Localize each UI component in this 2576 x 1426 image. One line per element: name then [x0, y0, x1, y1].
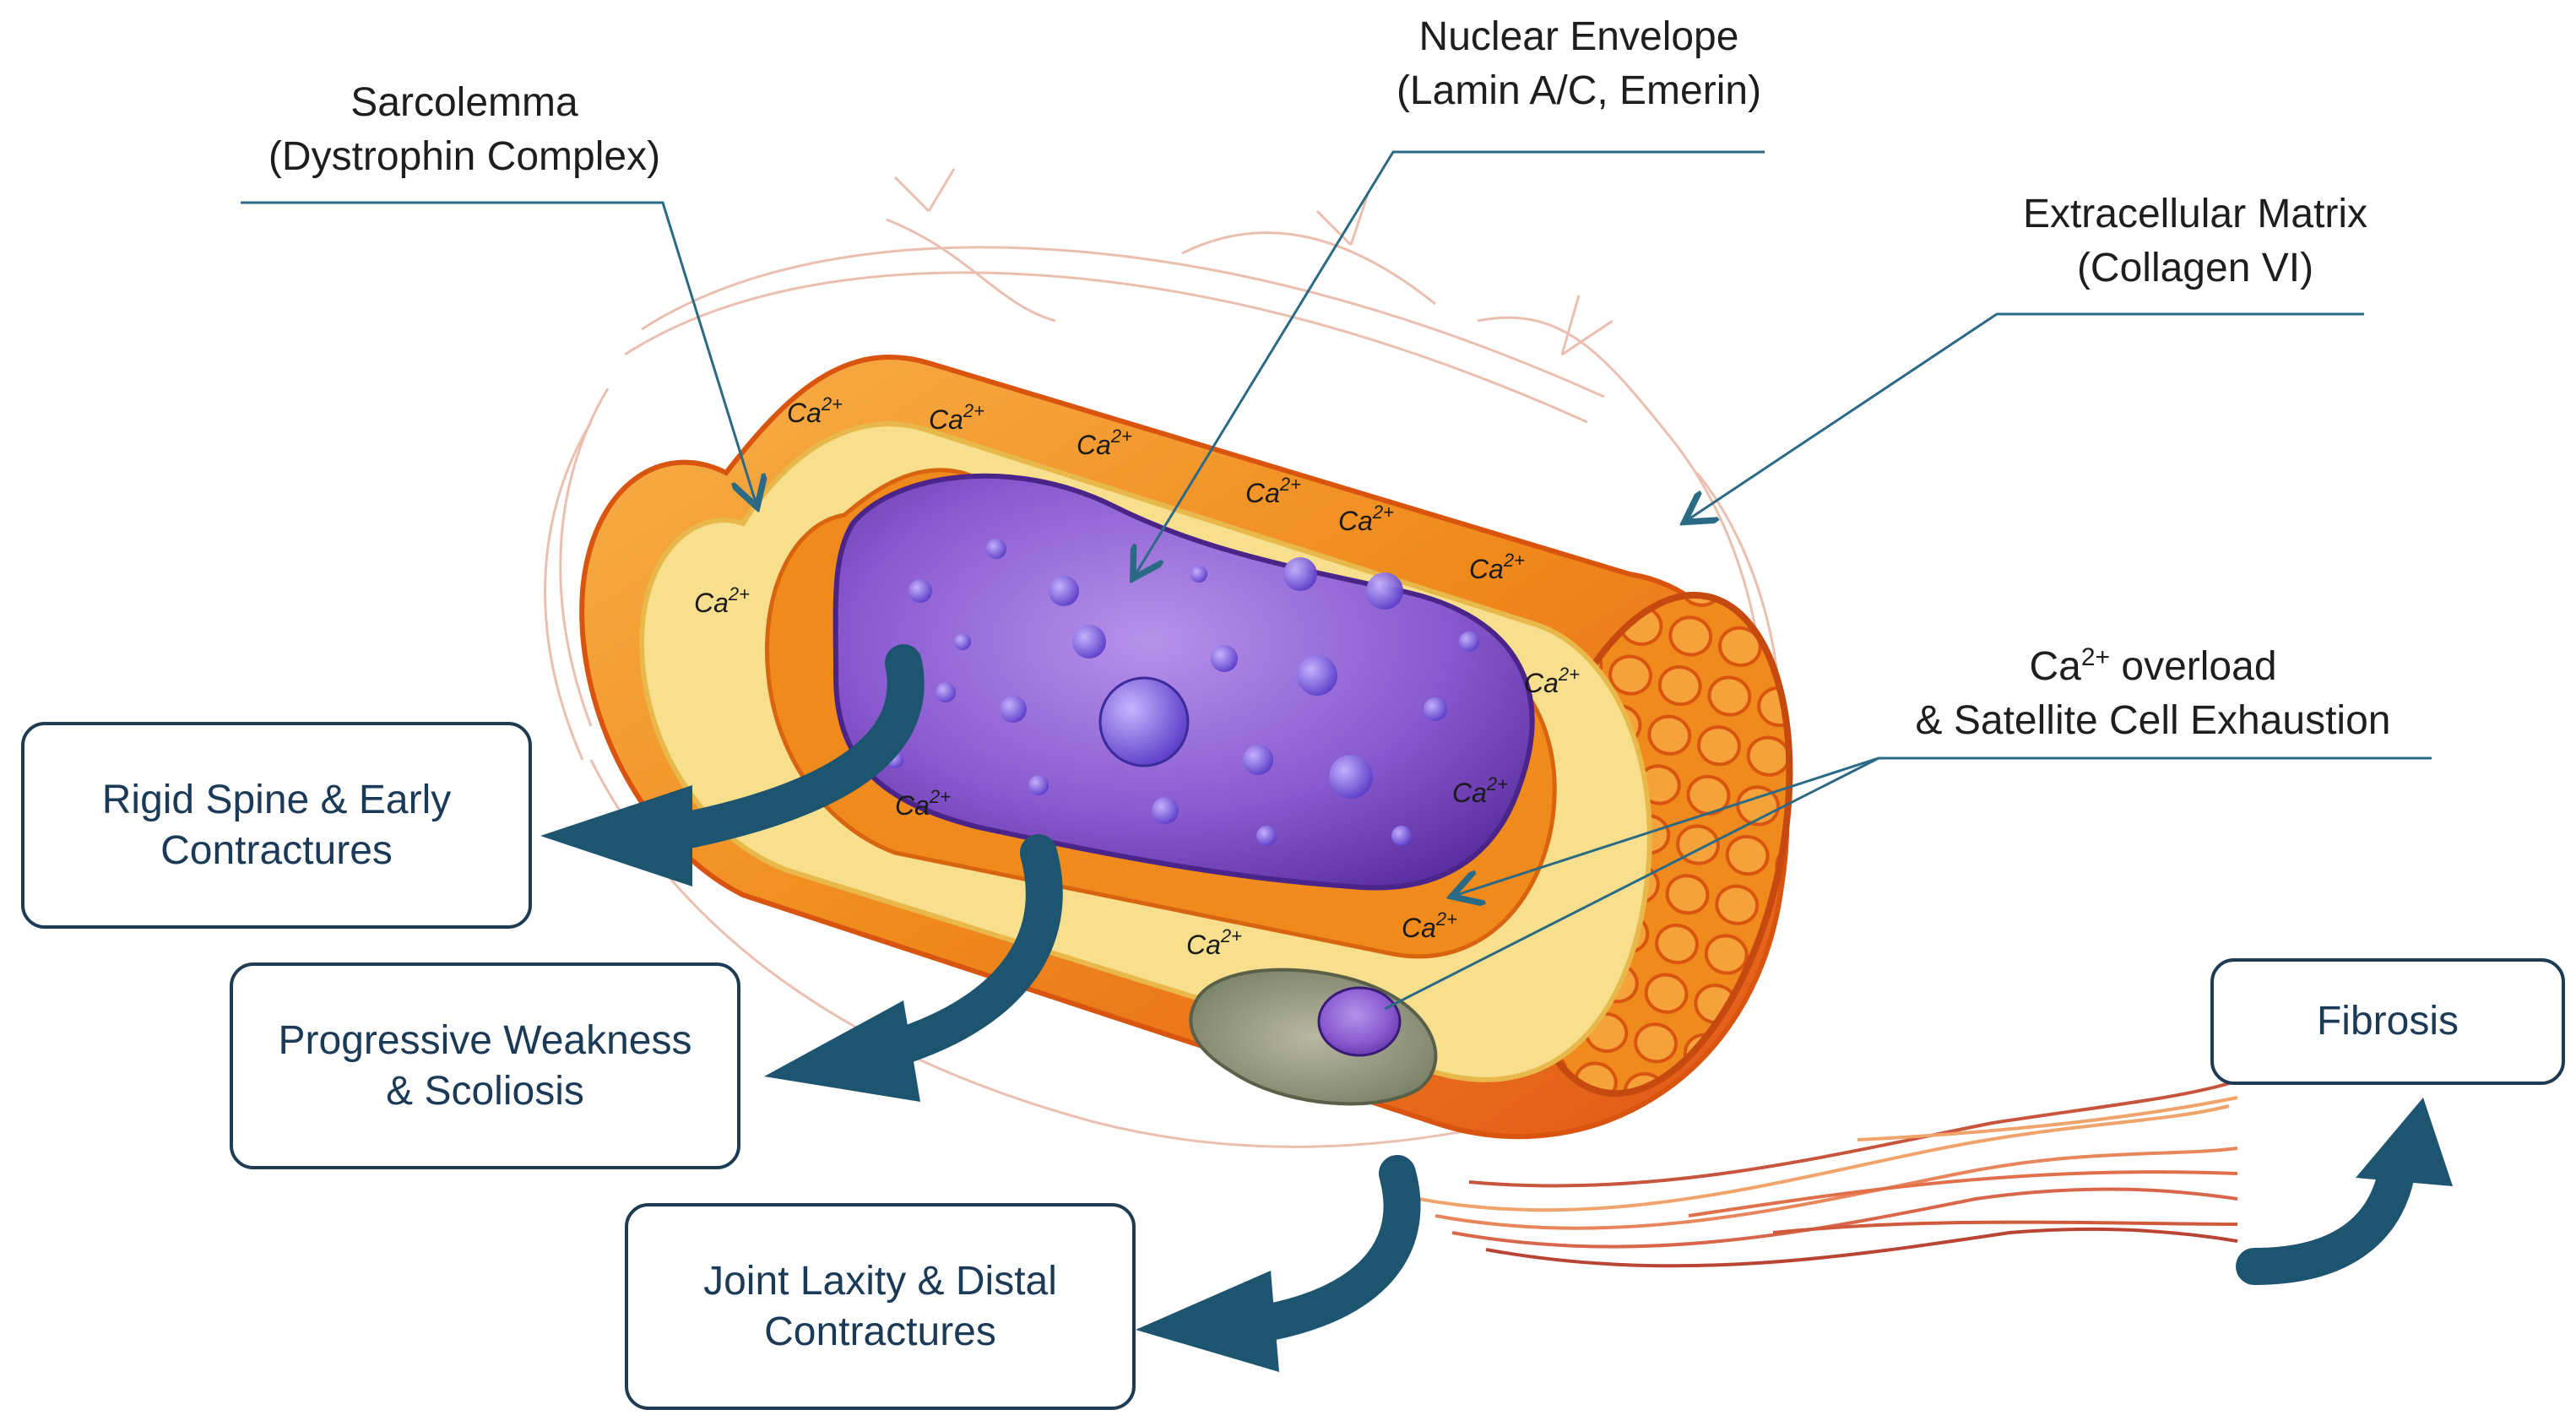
arrow-weakness [764, 834, 1063, 1102]
arrow-laxity [1136, 1155, 1421, 1372]
outcome-laxity-line2: Contractures [764, 1309, 996, 1354]
extracellular-matrix-fibers [544, 168, 1783, 1148]
outcome-fibrosis-line1: Fibrosis [2316, 999, 2459, 1044]
sarcolemma-label: Sarcolemma (Dystrophin Complex) [253, 76, 675, 184]
ca-ion-label: Ca2+ [895, 786, 951, 821]
outcome-laxity-box: Joint Laxity & Distal Contractures [625, 1203, 1136, 1410]
ca-ion-label: Ca2+ [1245, 474, 1301, 508]
ca-ion-label: Ca2+ [1469, 550, 1525, 584]
ca-ion-label: Ca2+ [1076, 426, 1132, 460]
arrow-rigid-spine [540, 644, 925, 887]
ecm-label-line2: (Collagen VI) [2076, 246, 2314, 290]
outcome-fibrosis-box: Fibrosis [2210, 958, 2565, 1085]
ca-ion-label: Ca2+ [1452, 773, 1508, 808]
ecm-leader [1689, 312, 2364, 519]
ca-ion-label: Ca2+ [1402, 908, 1457, 943]
ecm-label: Extracellular Matrix (Collagen VI) [1967, 187, 2423, 296]
nuclear-envelope-label: Nuclear Envelope (Lamin A/C, Emerin) [1351, 10, 1807, 118]
satellite-leader-line [1384, 756, 1879, 1011]
nuclear-envelope-label-line1: Nuclear Envelope [1418, 14, 1739, 59]
calcium-label-line2: & Satellite Cell Exhaustion [1915, 698, 2391, 743]
outcome-rigid-spine-line2: Contractures [160, 827, 393, 873]
calcium-label: Ca2+ overload & Satellite Cell Exhaustio… [1857, 640, 2449, 748]
fibrosis-fibers [1418, 1079, 2238, 1268]
leader-lines [241, 150, 2432, 1011]
calcium-label-line1: Ca2+ overload [2029, 643, 2277, 689]
outcome-rigid-spine-line1: Rigid Spine & Early [101, 777, 452, 822]
ecm-label-line1: Extracellular Matrix [2022, 192, 2368, 236]
satellite-cell [1189, 968, 1438, 1106]
ca-ion-label: Ca2+ [1524, 664, 1580, 698]
outcome-weakness-line2: & Scoliosis [386, 1068, 584, 1114]
ca-ion-label: Ca2+ [787, 393, 843, 428]
calcium-ion-labels: Ca2+ Ca2+ Ca2+ Ca2+ Ca2+ Ca2+ Ca2+ Ca2+ … [694, 393, 1580, 960]
outcome-arrows [540, 644, 2453, 1372]
ca-ion-label: Ca2+ [1338, 502, 1394, 536]
outcome-rigid-spine-box: Rigid Spine & Early Contractures [21, 722, 532, 929]
nuclear-envelope-label-line2: (Lamin A/C, Emerin) [1396, 68, 1762, 113]
ca-ion-label: Ca2+ [929, 400, 984, 435]
outcome-weakness-line1: Progressive Weakness [278, 1017, 692, 1063]
sarcolemma-label-line2: (Dystrophin Complex) [268, 134, 661, 179]
nucleus [832, 473, 1535, 891]
ca-ion-label: Ca2+ [694, 583, 750, 618]
outcome-laxity-line1: Joint Laxity & Distal [703, 1258, 1057, 1304]
ca-ion-label: Ca2+ [1186, 925, 1242, 960]
nuclear-envelope-leader [1136, 150, 1765, 574]
arrow-fibrosis [2236, 1098, 2453, 1285]
sarcolemma-label-line1: Sarcolemma [350, 80, 578, 125]
sarcolemma-leader [241, 201, 756, 502]
outcome-weakness-box: Progressive Weakness & Scoliosis [230, 962, 740, 1169]
